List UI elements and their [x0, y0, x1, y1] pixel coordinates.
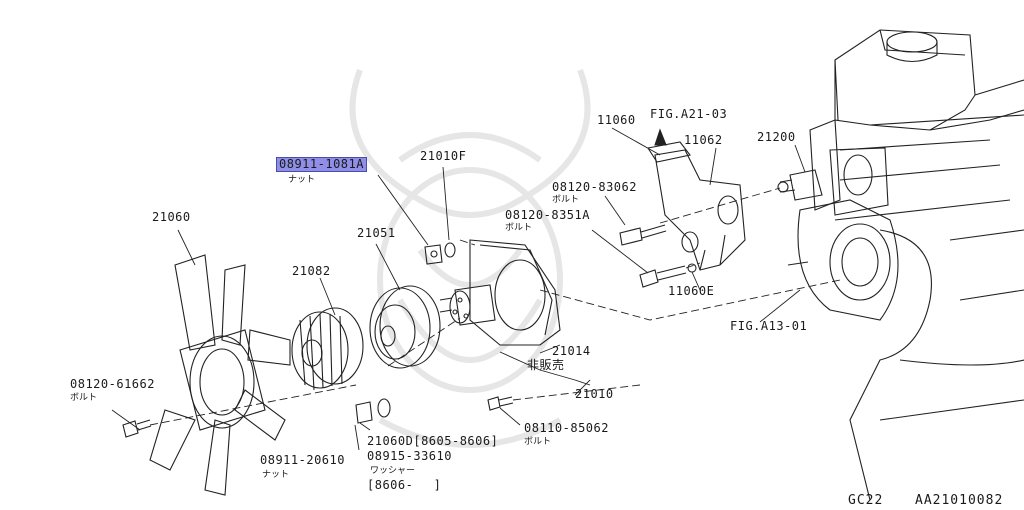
bolt-label-c: ボルト	[70, 393, 98, 403]
footer-code: GC22	[848, 493, 884, 508]
bolt-label-d: ボルト	[524, 437, 552, 447]
footer-ref: AA21010082	[915, 493, 1004, 508]
not-sold-note: 非販売	[527, 358, 565, 372]
nut-label-a: ナット	[288, 175, 316, 185]
nut-label-b: ナット	[262, 470, 290, 480]
part-21082[interactable]: 21082	[292, 264, 331, 278]
part-08120-61662[interactable]: 08120-61662	[70, 377, 155, 391]
bolt-label-a: ボルト	[552, 195, 580, 205]
water-pump	[439, 239, 561, 346]
part-21010f[interactable]: 21010F	[420, 149, 467, 163]
fan-coupling	[291, 307, 364, 391]
part-08120-83062[interactable]: 08120-83062	[552, 180, 637, 194]
leader-lines	[111, 127, 806, 451]
part-21051[interactable]: 21051	[357, 226, 396, 240]
arrow-up-icon	[654, 128, 667, 146]
pulley	[369, 285, 441, 369]
date-range-label: [8606- ]	[367, 478, 442, 492]
part-21010[interactable]: 21010	[575, 387, 614, 401]
ref-fig-a13-01[interactable]: FIG.A13-01	[730, 319, 808, 333]
bolt-label-b: ボルト	[505, 223, 533, 233]
bolt-08120-8351a	[639, 263, 697, 288]
part-08911-20610[interactable]: 08911-20610	[260, 453, 345, 467]
part-21014[interactable]: 21014	[552, 344, 591, 358]
part-08110-85062[interactable]: 08110-85062	[524, 421, 609, 435]
temperature-sensor	[777, 169, 823, 201]
part-11060e[interactable]: 11060E	[668, 284, 715, 298]
part-21200[interactable]: 21200	[757, 130, 796, 144]
fasteners	[122, 242, 514, 438]
ref-fig-a21-03[interactable]: FIG.A21-03	[650, 107, 728, 121]
part-21060[interactable]: 21060	[152, 210, 191, 224]
part-08915-33610[interactable]: 08915-33610	[367, 449, 452, 463]
part-21060d[interactable]: 21060D[8605-8606]	[367, 434, 499, 448]
engine-block	[787, 29, 1024, 501]
part-11062[interactable]: 11062	[684, 133, 723, 147]
cooling-fan	[149, 254, 291, 496]
thermostat-housing	[647, 141, 746, 271]
bolt-08120-83062	[619, 224, 667, 246]
part-11060[interactable]: 11060	[597, 113, 636, 127]
watermark-logo	[349, 68, 591, 448]
part-08911-1081a-highlighted[interactable]: 08911-1081A	[276, 157, 367, 172]
washer-label: ワッシャー	[370, 466, 416, 476]
part-08120-8351a[interactable]: 08120-8351A	[505, 208, 590, 222]
center-lines	[149, 187, 841, 426]
